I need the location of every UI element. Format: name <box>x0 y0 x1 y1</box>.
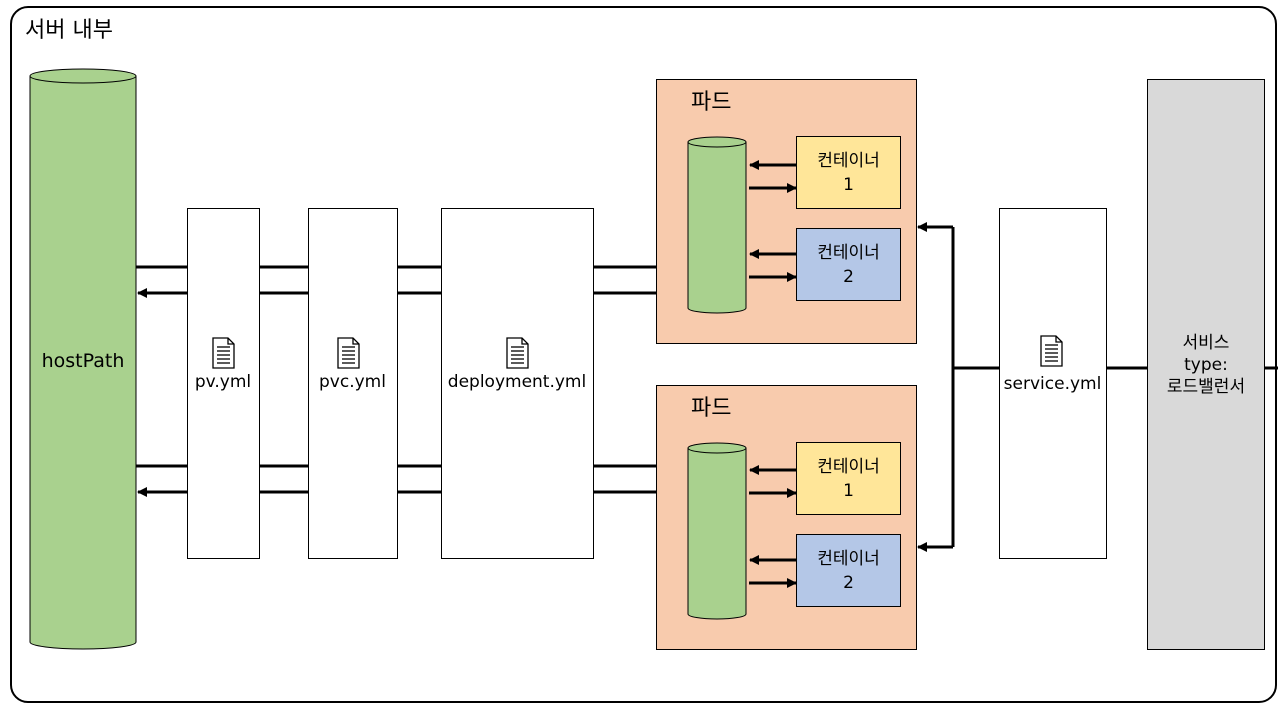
container-name: 컨테이너 <box>817 242 880 263</box>
document-icon <box>337 337 360 369</box>
deployment-box[interactable]: deployment.yml <box>441 208 594 559</box>
pod-2[interactable]: 파드 컨테이너 1 컨테이너 2 <box>656 385 917 650</box>
pod-2-internals <box>687 442 797 620</box>
document-icon <box>1040 335 1063 367</box>
container-index: 1 <box>843 174 854 195</box>
pv-label: pv.yml <box>194 372 252 392</box>
container-2[interactable]: 컨테이너 2 <box>796 228 901 301</box>
pvc-label: pvc.yml <box>319 372 386 392</box>
service-file-label: service.yml <box>1003 374 1102 394</box>
service-type-value: 로드밸런서 <box>1166 376 1246 397</box>
pod-label: 파드 <box>691 90 732 115</box>
container-1[interactable]: 컨테이너 1 <box>796 442 901 515</box>
pod-label: 파드 <box>691 396 732 421</box>
hostpath-cylinder <box>29 68 137 650</box>
container-name: 컨테이너 <box>817 150 880 171</box>
container-1[interactable]: 컨테이너 1 <box>796 136 901 209</box>
container-2[interactable]: 컨테이너 2 <box>796 534 901 607</box>
container-index: 2 <box>843 572 854 593</box>
server-boundary <box>10 6 1277 703</box>
pod-1-internals <box>687 136 797 314</box>
pv-box[interactable]: pv.yml <box>187 208 260 559</box>
service-box[interactable]: service.yml <box>999 208 1107 559</box>
deployment-label: deployment.yml <box>447 372 587 392</box>
pvc-box[interactable]: pvc.yml <box>308 208 398 559</box>
document-icon <box>212 337 235 369</box>
container-index: 2 <box>843 266 854 287</box>
service-type-label: type: <box>1184 354 1228 375</box>
pod-volume-cylinder <box>687 442 747 620</box>
load-balancer-service[interactable]: 서비스 type: 로드밸런서 <box>1147 79 1265 650</box>
hostpath-label: hostPath <box>41 350 125 372</box>
pod-1[interactable]: 파드 컨테이너 1 컨테이너 2 <box>656 79 917 344</box>
document-icon <box>506 337 529 369</box>
service-links <box>917 222 1278 552</box>
container-index: 1 <box>843 480 854 501</box>
pod-volume-cylinder <box>687 136 747 314</box>
service-name: 서비스 <box>1182 332 1230 353</box>
server-title: 서버 내부 <box>25 18 113 43</box>
container-name: 컨테이너 <box>817 456 880 477</box>
container-name: 컨테이너 <box>817 548 880 569</box>
